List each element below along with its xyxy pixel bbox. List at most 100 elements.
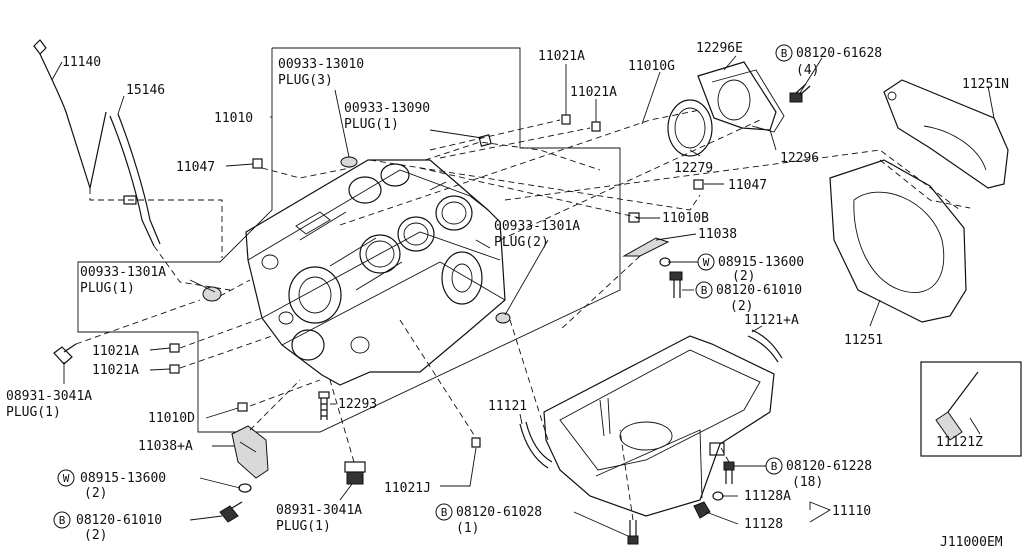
bolt-08120-61010-lower	[219, 501, 243, 523]
label-plug2-text: PLUG(2)	[494, 235, 549, 250]
label-08120-61010-lower: 08120-61010	[76, 513, 162, 528]
label-12296: 12296	[780, 151, 819, 166]
bolt-12293	[318, 391, 330, 420]
label-08120-61628-qty: (4)	[796, 63, 819, 78]
label-11021a-top1: 11021A	[538, 49, 585, 64]
oil-pan-11110	[543, 335, 775, 517]
label-plug2-number: 00933-1301A	[494, 219, 580, 234]
rear-plate-11251	[829, 159, 967, 323]
bolt-08120-61228	[723, 461, 735, 484]
dowel-11021a-top1	[561, 114, 571, 125]
mount-bracket-11038a	[231, 425, 269, 479]
label-08120-61028-qty: (1)	[456, 521, 479, 536]
label-08120-61228-qty: (18)	[792, 475, 823, 490]
dowel-11021a-lower2	[169, 364, 180, 374]
label-11021a-top2: 11021A	[570, 85, 617, 100]
dowel-11021a-lower1	[169, 343, 180, 353]
part-labels: 11140 15146 11010 11047 00933-13010 PLUG…	[6, 41, 1009, 550]
label-11010d: 11010D	[148, 411, 195, 426]
label-11010b: 11010B	[662, 211, 709, 226]
rear-plate-11251n	[883, 79, 1009, 189]
label-plug1b-text: PLUG(1)	[344, 117, 399, 132]
dowel-11010d	[237, 402, 248, 412]
label-plug1a-text: PLUG(1)	[80, 281, 135, 296]
bolt-08120-61010-upper	[669, 271, 683, 298]
bolt-11047-left	[252, 158, 263, 169]
bolt-badge-61228: B	[765, 457, 783, 475]
bolt-11047-right	[693, 179, 704, 190]
label-11010: 11010	[214, 111, 253, 126]
label-plug3041a-lower-number: 08931-3041A	[276, 503, 362, 518]
oil-strainer-11121a	[747, 329, 783, 363]
block-plugs	[169, 114, 704, 448]
label-08120-61628: 08120-61628	[796, 46, 882, 61]
label-plug1b-number: 00933-13090	[344, 101, 430, 116]
washer-11128a	[712, 491, 724, 501]
label-11251: 11251	[844, 333, 883, 348]
label-08120-61028: 08120-61028	[456, 505, 542, 520]
label-12296e: 12296E	[696, 41, 743, 56]
plug-08931-3041a-lower	[344, 461, 366, 485]
washer-badge-13600-lower: W	[57, 469, 75, 487]
label-08915-13600-upper-qty: (2)	[732, 269, 755, 284]
label-08915-13600-lower-qty: (2)	[84, 486, 107, 501]
bolt-badge-61628-letter: B	[781, 47, 788, 60]
label-11047-left: 11047	[176, 160, 215, 175]
washer-badge-13600-lower-letter: W	[63, 472, 70, 485]
plug-00933-1301a-left	[202, 286, 222, 302]
label-08915-13600-upper: 08915-13600	[718, 255, 804, 270]
label-plug1a-number: 00933-1301A	[80, 265, 166, 280]
label-08915-13600-lower: 08915-13600	[80, 471, 166, 486]
label-11021a-lower2: 11021A	[92, 363, 139, 378]
plug-00933-13010	[340, 156, 358, 168]
bolt-badge-61010-lower: B	[53, 511, 71, 529]
label-08120-61010-lower-qty: (2)	[84, 528, 107, 543]
drain-plug-11128	[693, 501, 711, 519]
label-08120-61010-upper: 08120-61010	[716, 283, 802, 298]
block-callout-frame	[77, 47, 621, 433]
label-08120-61010-upper-qty: (2)	[730, 299, 753, 314]
cylinder-block-11010	[245, 159, 506, 386]
label-plug3041a-left-text: PLUG(1)	[6, 405, 61, 420]
seal-retainer-12296e	[697, 61, 777, 131]
retainer-gasket-12296	[711, 69, 785, 133]
dowel-11021j	[471, 437, 481, 448]
label-11038: 11038	[698, 227, 737, 242]
label-11140: 11140	[62, 55, 101, 70]
label-11021a-lower1: 11021A	[92, 344, 139, 359]
label-11121z: 11121Z	[936, 435, 983, 450]
label-plug3-number: 00933-13010	[278, 57, 364, 72]
plug-00933-13090	[478, 134, 492, 147]
bolt-badge-61628: B	[775, 44, 793, 62]
label-08120-61228: 08120-61228	[786, 459, 872, 474]
label-plug3-text: PLUG(3)	[278, 73, 333, 88]
bolt-08120-61028	[627, 520, 639, 545]
leader-lines	[51, 55, 995, 537]
label-11251n: 11251N	[962, 77, 1009, 92]
washer-badge-13600-upper-letter: W	[703, 256, 710, 269]
label-11110: 11110	[832, 504, 871, 519]
label-12293: 12293	[338, 397, 377, 412]
bolt-badge-61028: B	[435, 503, 453, 521]
bolt-badge-61010-upper: B	[695, 281, 713, 299]
dashed-assembly-lines	[75, 109, 971, 521]
bolt-badge-61228-letter: B	[771, 460, 778, 473]
label-11047-right: 11047	[728, 178, 767, 193]
bolt-badge-61010-lower-letter: B	[59, 514, 66, 527]
label-plug3041a-lower-text: PLUG(1)	[276, 519, 331, 534]
washer-badge-13600-upper: W	[697, 253, 715, 271]
washer-08915-13600-lower	[238, 483, 252, 493]
plug-00933-1301a-right	[495, 312, 511, 324]
rear-oil-seal-12279	[667, 99, 713, 157]
label-11038a: 11038+A	[138, 439, 193, 454]
sealant-inset-box	[920, 361, 1022, 457]
mount-bracket-11038	[622, 237, 670, 257]
label-11121a: 11121+A	[744, 313, 799, 328]
dipstick-11140	[33, 39, 107, 191]
label-11121: 11121	[488, 399, 527, 414]
diagram-code: J11000EM	[940, 535, 1003, 550]
label-11021j: 11021J	[384, 481, 431, 496]
plug-08931-3041a-left	[53, 343, 77, 365]
dowel-11021a-top2	[591, 121, 601, 132]
